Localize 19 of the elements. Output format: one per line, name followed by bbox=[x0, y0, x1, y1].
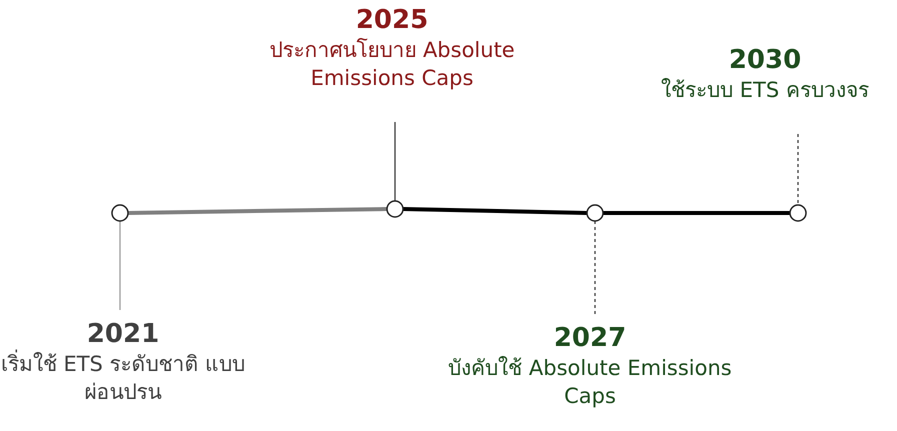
timeline-marker bbox=[386, 200, 404, 218]
leader-line bbox=[797, 134, 799, 205]
timeline-segment bbox=[603, 211, 790, 215]
year-label: 2021 bbox=[86, 318, 160, 350]
timeline-marker bbox=[586, 204, 604, 222]
milestone-description: ประกาศนโยบาย Absolute Emissions Caps bbox=[268, 37, 516, 92]
timeline-marker bbox=[111, 204, 129, 222]
timeline-segment bbox=[402, 207, 588, 215]
milestone-description: เริ่มใช้ ETS ระดับชาติ แบบผ่อนปรน bbox=[0, 350, 248, 406]
timeline-segment bbox=[128, 207, 388, 215]
year-label: 2027 bbox=[554, 322, 626, 354]
year-label: 2030 bbox=[728, 44, 802, 76]
leader-line bbox=[119, 221, 121, 310]
year-label: 2025 bbox=[356, 4, 428, 36]
leader-line bbox=[594, 221, 596, 314]
milestone-description: บังคับใช้ Absolute Emissions Caps bbox=[447, 355, 733, 410]
milestone-description: ใช้ระบบ ETS ครบวงจร bbox=[661, 77, 869, 104]
timeline-marker bbox=[789, 204, 807, 222]
leader-line bbox=[394, 122, 396, 201]
